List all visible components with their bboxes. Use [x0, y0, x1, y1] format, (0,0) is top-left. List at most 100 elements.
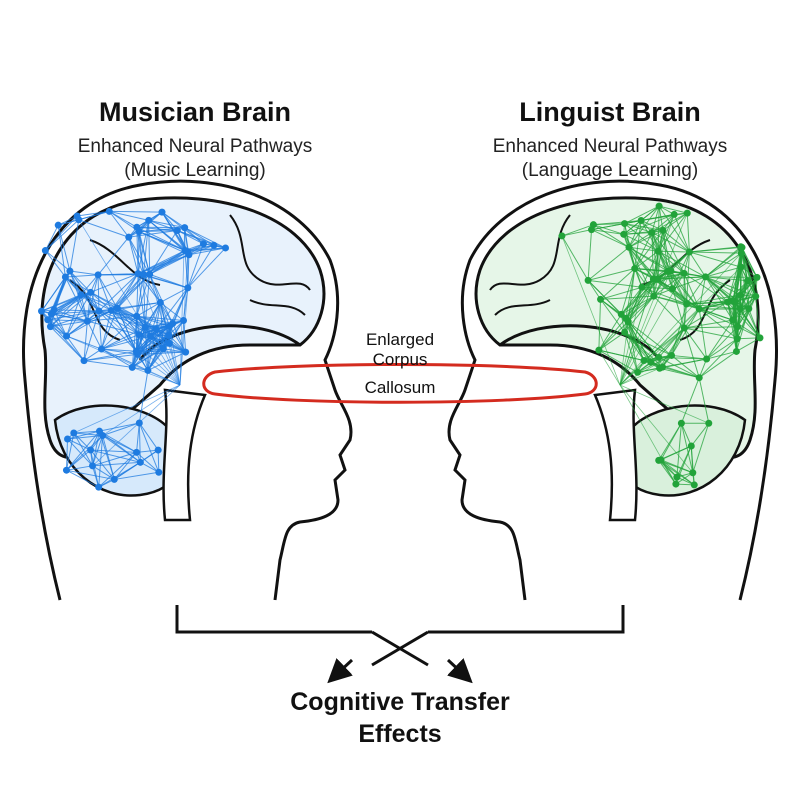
neural-connection: [683, 308, 700, 329]
neural-connection: [671, 308, 700, 356]
neural-node: [145, 216, 153, 224]
neural-node: [654, 275, 662, 283]
neural-connection: [727, 301, 761, 339]
neural-node: [622, 314, 630, 322]
neural-connection: [619, 270, 672, 386]
neural-connection: [65, 274, 99, 278]
neural-connection: [625, 295, 655, 319]
neural-connection: [658, 445, 692, 461]
neural-connection: [101, 348, 149, 371]
neural-connection: [69, 219, 80, 272]
neural-connection: [67, 438, 93, 467]
neural-connection: [188, 247, 226, 256]
corpus-callosum-label-line1: Enlarged: [365, 330, 435, 349]
neural-node: [731, 298, 739, 306]
neural-connection: [628, 232, 653, 248]
neural-node: [46, 323, 54, 331]
neural-connection: [657, 212, 688, 252]
neural-node: [154, 446, 162, 454]
neural-connection: [161, 211, 178, 231]
neural-connection: [97, 274, 118, 309]
transfer-bracket: [175, 605, 625, 667]
neural-node: [87, 288, 95, 296]
neural-connection: [58, 210, 110, 226]
neural-node: [64, 435, 72, 443]
neural-connection: [686, 276, 706, 305]
corpus-callosum-highlight: [202, 363, 598, 404]
neural-node: [736, 305, 744, 313]
neural-connection: [591, 229, 624, 235]
neural-connection: [686, 303, 741, 310]
neural-connection: [627, 295, 655, 322]
neural-connection: [177, 230, 215, 246]
neural-node: [753, 273, 761, 281]
neural-connection: [116, 273, 139, 309]
neural-connection: [136, 227, 139, 274]
neural-connection: [689, 251, 742, 254]
neural-node: [625, 243, 633, 251]
neural-connection: [619, 287, 643, 386]
neural-connection: [658, 206, 664, 231]
neural-connection: [619, 367, 660, 386]
neural-connection: [598, 299, 602, 351]
neural-connection: [705, 276, 748, 282]
neural-connection: [67, 430, 100, 440]
neural-connection: [705, 276, 729, 303]
neural-connection: [97, 236, 130, 276]
neural-connection: [688, 251, 706, 278]
neural-connection: [83, 350, 137, 362]
neural-connection: [98, 431, 115, 480]
neural-connection: [653, 251, 659, 297]
neural-connection: [600, 298, 622, 315]
neural-connection: [706, 326, 738, 360]
neural-node: [650, 292, 658, 300]
neural-connection: [149, 274, 174, 324]
neural-connection: [619, 384, 694, 474]
neural-connection: [172, 323, 187, 353]
neural-connection: [45, 219, 80, 251]
neural-node: [87, 446, 95, 454]
neural-connection: [117, 308, 181, 386]
neural-connection: [65, 438, 69, 471]
neural-connection: [657, 250, 685, 274]
neural-connection: [657, 206, 660, 252]
neural-node: [141, 323, 149, 331]
neural-node: [165, 331, 173, 339]
neural-node: [165, 339, 173, 347]
neural-connection: [98, 451, 137, 488]
neural-connection: [65, 276, 181, 386]
neural-connection: [132, 366, 181, 386]
neural-connection: [627, 321, 672, 356]
neural-connection: [737, 277, 758, 327]
neural-connection: [184, 227, 226, 249]
neural-connection: [619, 252, 742, 386]
neural-node: [95, 307, 103, 315]
neural-connection: [598, 314, 622, 351]
neural-connection: [698, 308, 708, 360]
neural-connection: [684, 301, 728, 329]
neural-connection: [625, 268, 636, 319]
neural-connection: [620, 268, 636, 315]
neural-node: [173, 226, 181, 234]
neural-connection: [73, 430, 100, 434]
neural-connection: [101, 308, 118, 350]
neural-connection: [73, 432, 91, 451]
neural-connection: [658, 356, 707, 360]
neural-node: [729, 316, 737, 324]
neural-connection: [706, 350, 737, 360]
neural-node: [94, 271, 102, 279]
neural-connection: [157, 450, 160, 473]
neural-connection: [658, 327, 685, 358]
neural-connection: [188, 244, 215, 256]
right-brain: [474, 196, 764, 522]
neural-node: [677, 419, 685, 427]
neural-connection: [187, 243, 204, 289]
neural-connection: [73, 432, 93, 467]
neural-connection: [651, 205, 660, 233]
neural-connection: [160, 287, 189, 303]
neural-connection: [138, 370, 149, 424]
neural-connection: [683, 251, 690, 274]
linguist-brain-subtitle-line2: (Language Learning): [521, 160, 699, 181]
neural-node: [640, 357, 648, 365]
neural-connection: [102, 422, 140, 436]
